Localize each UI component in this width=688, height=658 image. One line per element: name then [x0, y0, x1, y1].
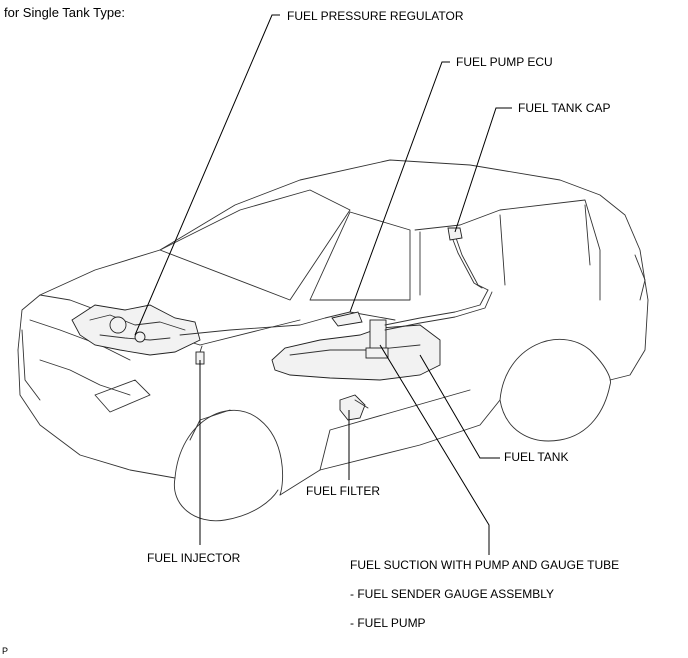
label-fuel-sender: - FUEL SENDER GAUGE ASSEMBLY — [350, 587, 555, 601]
label-fuel-tank: FUEL TANK — [504, 450, 569, 464]
corner-mark: P — [2, 646, 9, 656]
label-fuel-tank-cap: FUEL TANK CAP — [518, 101, 611, 115]
label-fuel-pump: - FUEL PUMP — [350, 616, 426, 630]
leader-lines — [134, 14, 512, 555]
label-fuel-pump-ecu: FUEL PUMP ECU — [456, 55, 553, 69]
label-fuel-suction: FUEL SUCTION WITH PUMP AND GAUGE TUBE — [350, 558, 620, 572]
fuel-system-parts — [179, 227, 493, 421]
label-fuel-pressure-regulator: FUEL PRESSURE REGULATOR — [287, 9, 464, 23]
page-heading: for Single Tank Type: — [4, 5, 125, 20]
engine-assembly — [71, 304, 201, 356]
label-fuel-filter: FUEL FILTER — [306, 484, 381, 498]
label-fuel-injector: FUEL INJECTOR — [147, 551, 241, 565]
